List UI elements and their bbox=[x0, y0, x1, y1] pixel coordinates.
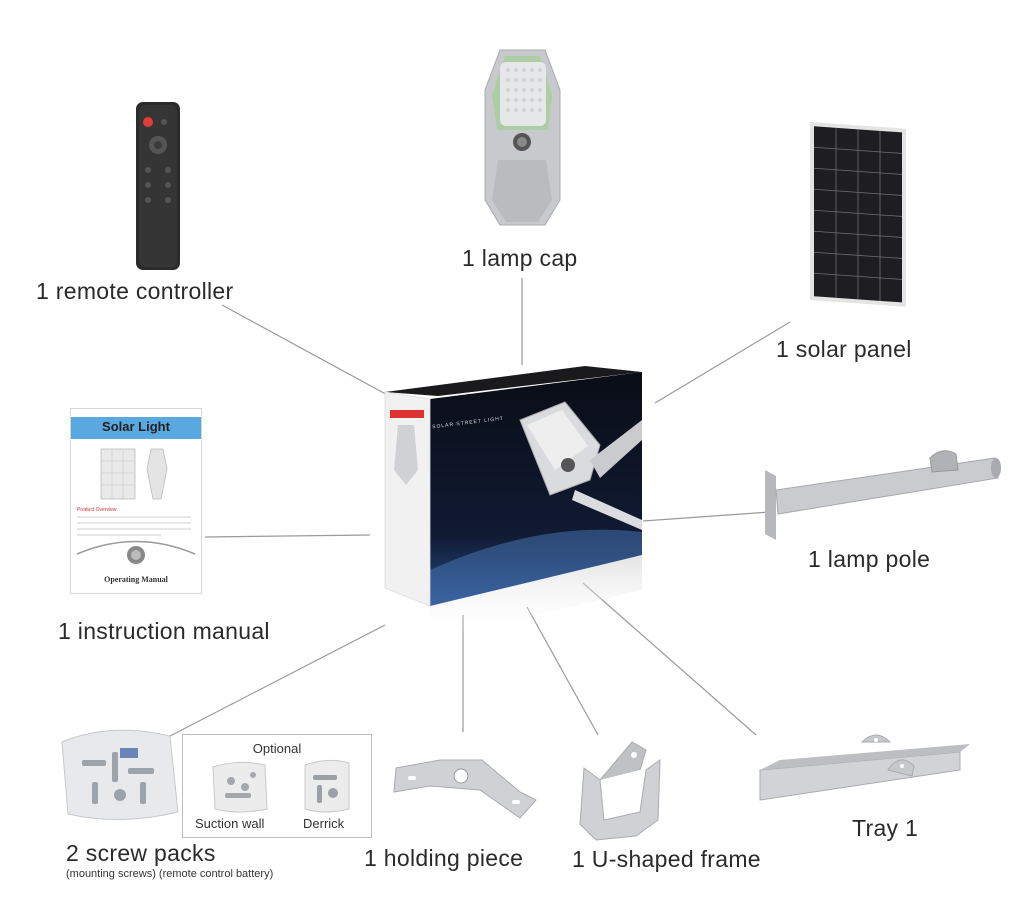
manual-section-heading: Product Overview bbox=[77, 507, 117, 513]
optional-suction-wall-label: Suction wall bbox=[195, 816, 265, 831]
optional-derrick-label: Derrick bbox=[303, 816, 345, 831]
label-holding-piece: 1 holding piece bbox=[364, 845, 524, 871]
optional-accessories-box: Optional Suction wall Derrick bbox=[182, 734, 372, 838]
label-remote-controller: 1 remote controller bbox=[36, 278, 234, 304]
label-screw-packs-note: (mounting screws) (remote control batter… bbox=[66, 868, 274, 880]
line-manual bbox=[204, 534, 371, 538]
manual-footer: Operating Manual bbox=[104, 575, 168, 584]
optional-accessory-images bbox=[212, 759, 350, 813]
label-lamp-cap: 1 lamp cap bbox=[462, 245, 578, 271]
optional-title: Optional bbox=[252, 741, 302, 756]
label-u-shaped-frame: 1 U-shaped frame bbox=[572, 846, 761, 872]
manual-illustrations bbox=[76, 448, 196, 564]
manual-title: Solar Light bbox=[102, 419, 170, 434]
line-remote bbox=[221, 304, 394, 399]
label-lamp-pole: 1 lamp pole bbox=[808, 546, 931, 572]
manual-header-band bbox=[71, 417, 201, 439]
instruction-manual-image: Solar Light Product Overview Operating M… bbox=[70, 408, 202, 594]
label-instruction-manual: 1 instruction manual bbox=[58, 618, 270, 644]
line-u-frame bbox=[526, 606, 599, 736]
line-screw-packs bbox=[169, 624, 386, 737]
label-tray: Tray 1 bbox=[852, 815, 919, 841]
line-solar-panel bbox=[654, 321, 791, 404]
line-tray bbox=[582, 582, 757, 736]
line-lamp-pole bbox=[642, 511, 771, 522]
label-solar-panel: 1 solar panel bbox=[776, 336, 912, 362]
label-screw-packs: 2 screw packs bbox=[66, 840, 216, 866]
